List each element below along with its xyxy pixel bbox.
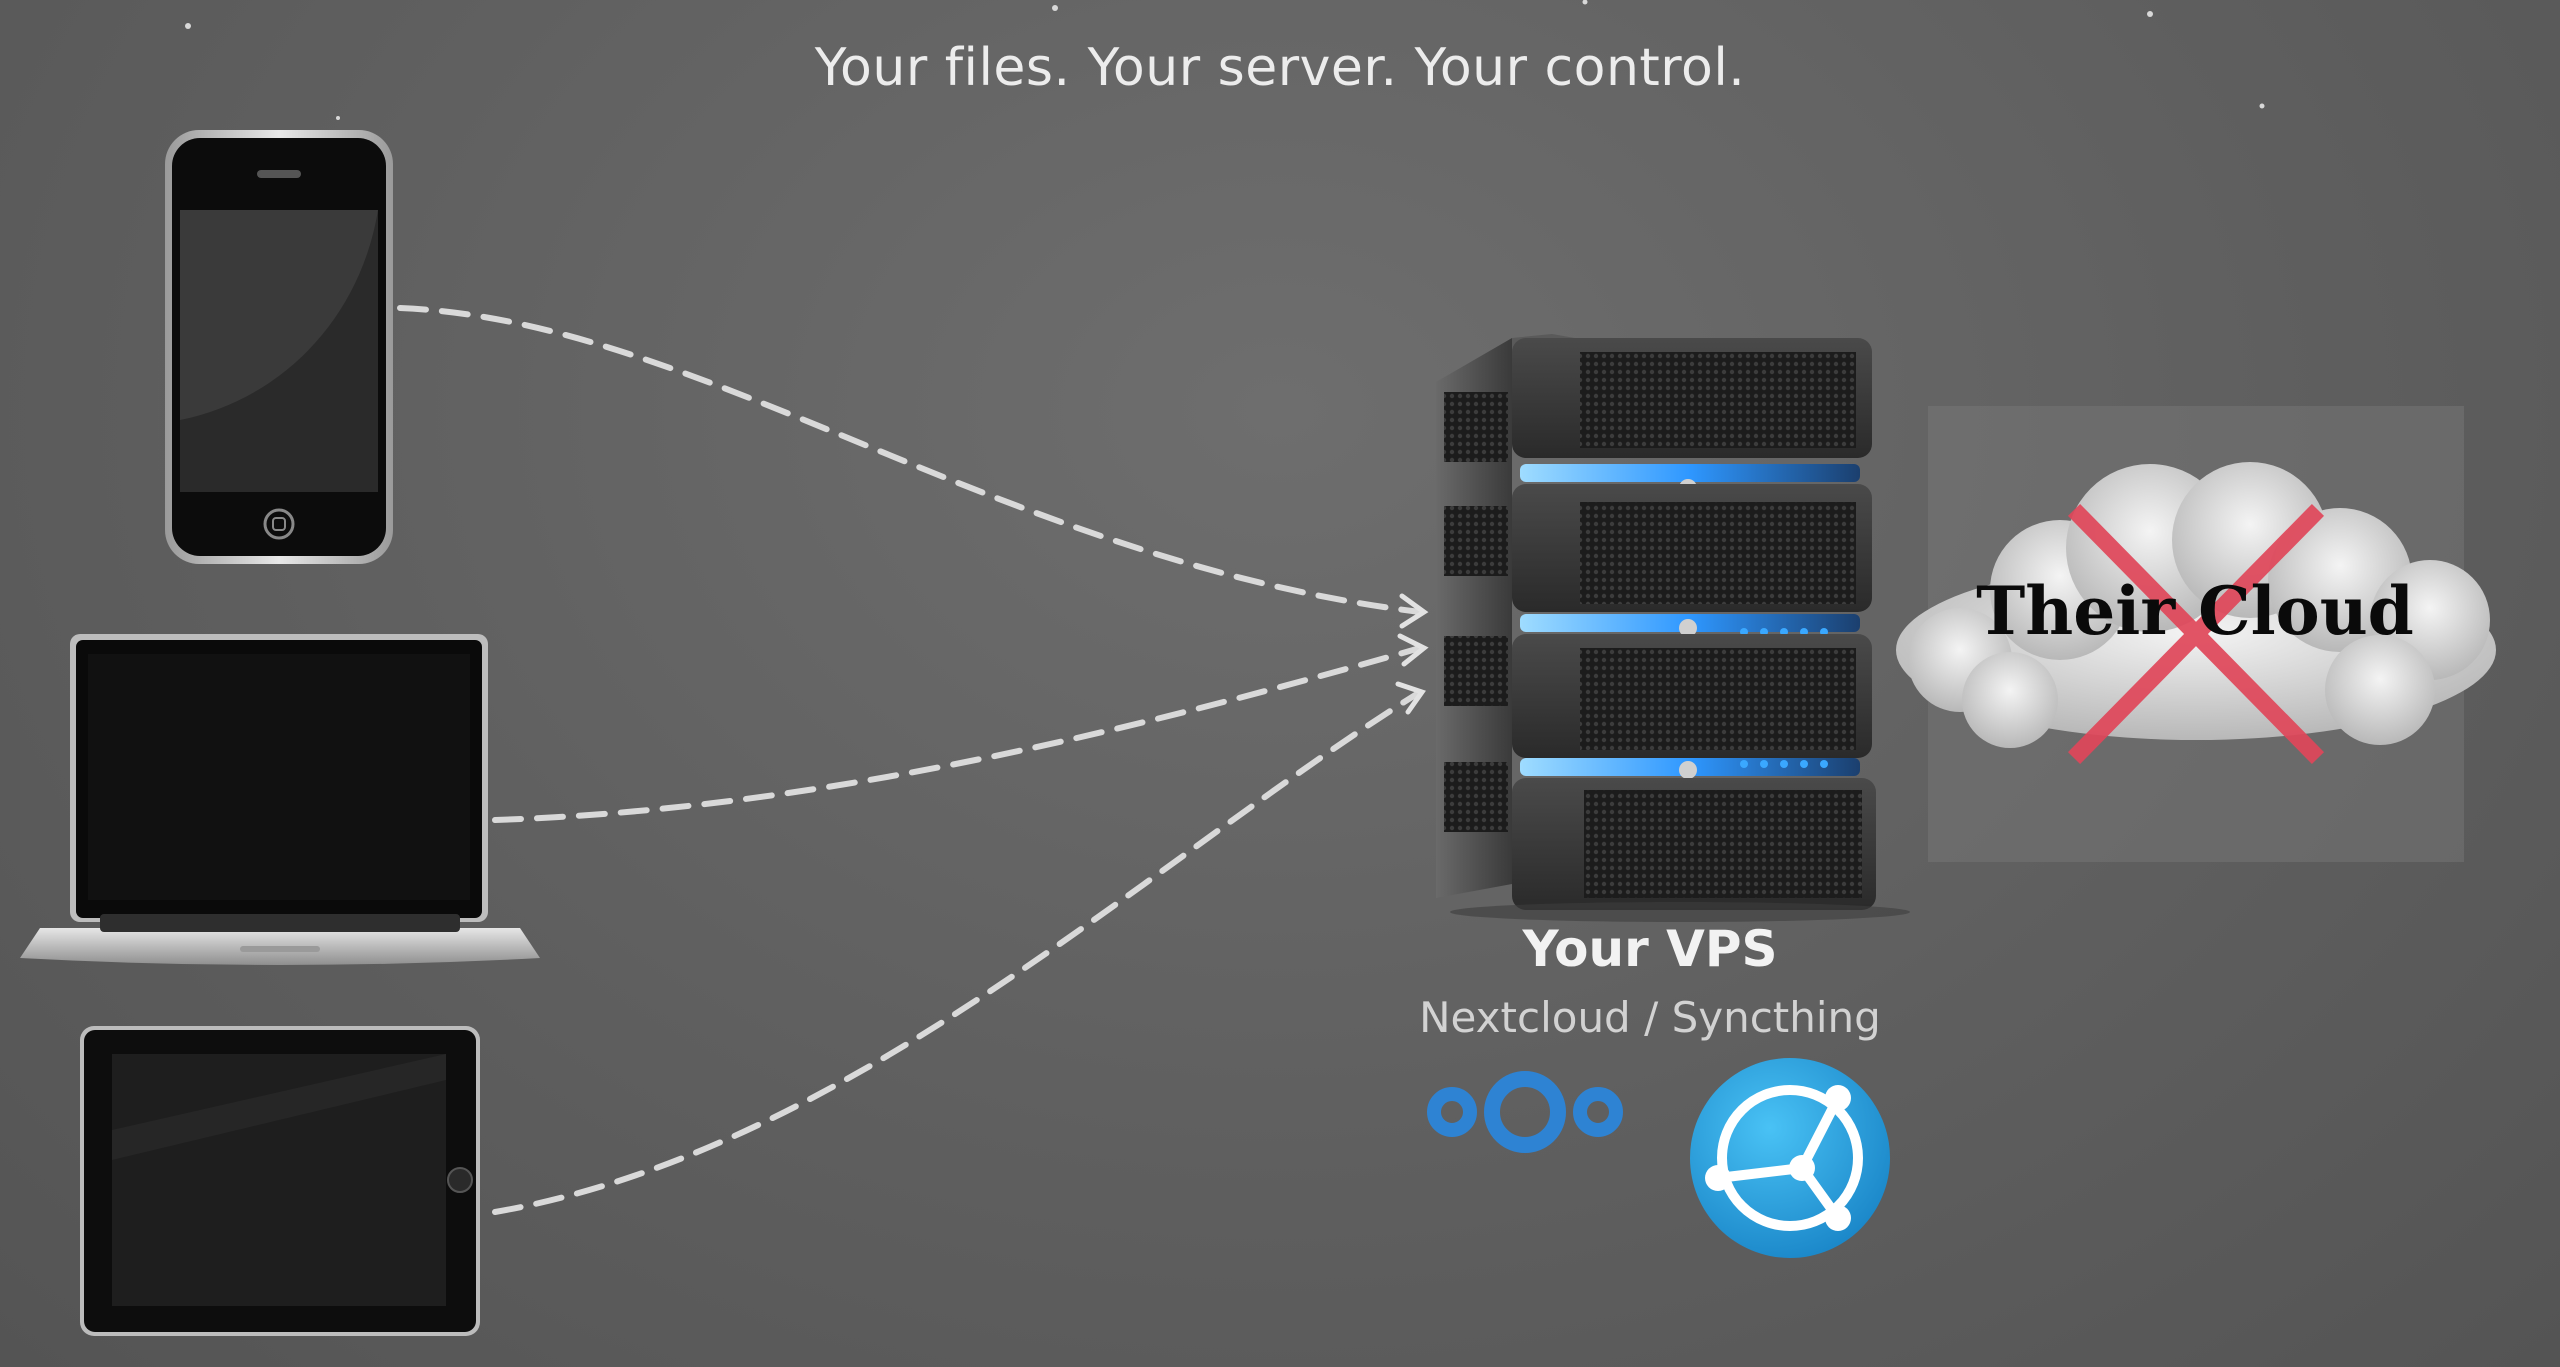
headline: Your files. Your server. Your control. — [814, 38, 1746, 98]
arrowhead-icon — [1397, 633, 1429, 667]
connector-tablet-to-vps — [492, 689, 1423, 1215]
laptop-icon — [20, 634, 540, 965]
connector-laptop-to-vps — [492, 645, 1423, 823]
their-cloud-panel — [1896, 406, 2496, 862]
cloud-icon — [1896, 462, 2496, 748]
server-bay — [1444, 484, 1872, 612]
vps-subtitle: Nextcloud / Syncthing — [1419, 993, 1881, 1042]
server-icon — [1436, 334, 1910, 922]
arrowhead-icon — [1395, 681, 1426, 715]
server-bay — [1444, 338, 1872, 462]
smartphone-icon — [165, 130, 393, 564]
arrowheads — [1395, 593, 1429, 715]
vps-title: Your VPS — [1522, 920, 1778, 978]
syncthing-logo-icon — [1690, 1058, 1890, 1258]
connector-phone-to-vps — [397, 305, 1423, 615]
server-bay — [1444, 762, 1876, 910]
nextcloud-logo-icon — [1427, 1071, 1623, 1153]
cross-out-icon — [2067, 503, 2325, 765]
star-field — [185, 0, 2265, 120]
tablet-icon — [80, 1026, 480, 1336]
arrowhead-icon — [1399, 593, 1429, 629]
connector-lines — [397, 305, 1423, 1215]
server-bay — [1444, 634, 1872, 758]
their-cloud-label: Their Cloud — [1976, 572, 2414, 650]
